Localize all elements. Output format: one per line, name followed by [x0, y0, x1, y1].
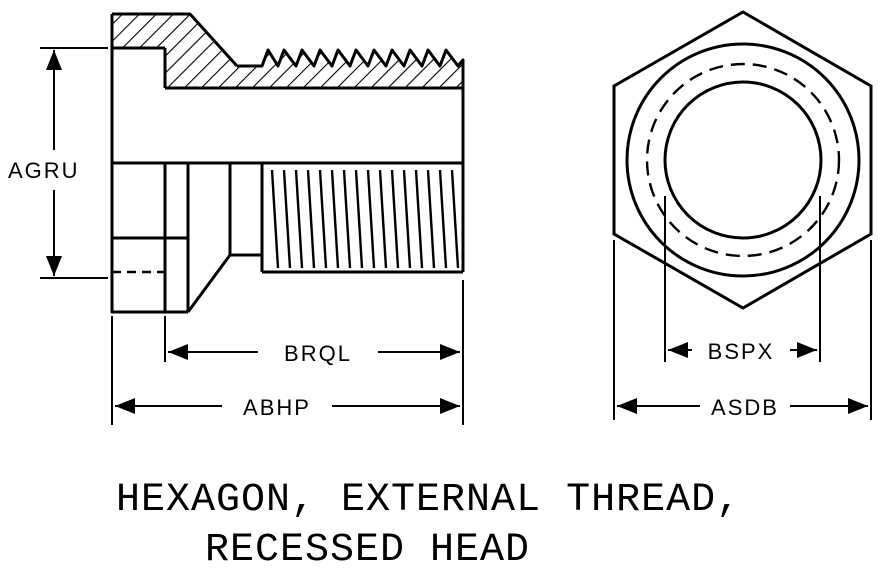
thread-root-line [270, 169, 280, 269]
thread-minor-hidden-circle [645, 62, 841, 258]
thread-root-line [378, 169, 388, 269]
thread-root-line [354, 169, 364, 269]
dimension-label-bspx: BSPX [708, 339, 775, 364]
thread-root-line [282, 169, 292, 269]
caption-line-2: RECESSED HEAD [205, 528, 530, 573]
dimension-label-abhp: ABHP [243, 395, 311, 420]
hexagon-outline [612, 10, 873, 310]
hidden-recess-lines [112, 238, 167, 290]
section-hatch [112, 14, 463, 88]
thread-major-circle [625, 42, 861, 278]
thread-root-line [366, 169, 376, 269]
thread-root-line [318, 169, 328, 269]
bore-circle [663, 80, 823, 240]
thread-root-line [402, 169, 412, 269]
dimension-label-asdb: ASDB [711, 395, 779, 420]
thread-lines [270, 169, 460, 269]
thread-root-line [438, 169, 448, 269]
thread-root-line [390, 169, 400, 269]
thread-root-line [342, 169, 352, 269]
end-view [612, 10, 873, 310]
thread-crest-profile [237, 48, 465, 88]
thread-root-line [330, 169, 340, 269]
dimension-label-brql: BRQL [284, 341, 352, 366]
thread-root-line [426, 169, 436, 269]
thread-root-line [414, 169, 424, 269]
thread-root-line [306, 169, 316, 269]
side-view [110, 12, 465, 314]
head-outline [110, 12, 239, 314]
dimension-label-agru: AGRU [8, 158, 80, 183]
thread-root-line [294, 169, 304, 269]
thread-root-line [450, 169, 460, 269]
dimension-lines [40, 47, 872, 425]
caption-line-1: HEXAGON, EXTERNAL THREAD, [116, 478, 741, 523]
